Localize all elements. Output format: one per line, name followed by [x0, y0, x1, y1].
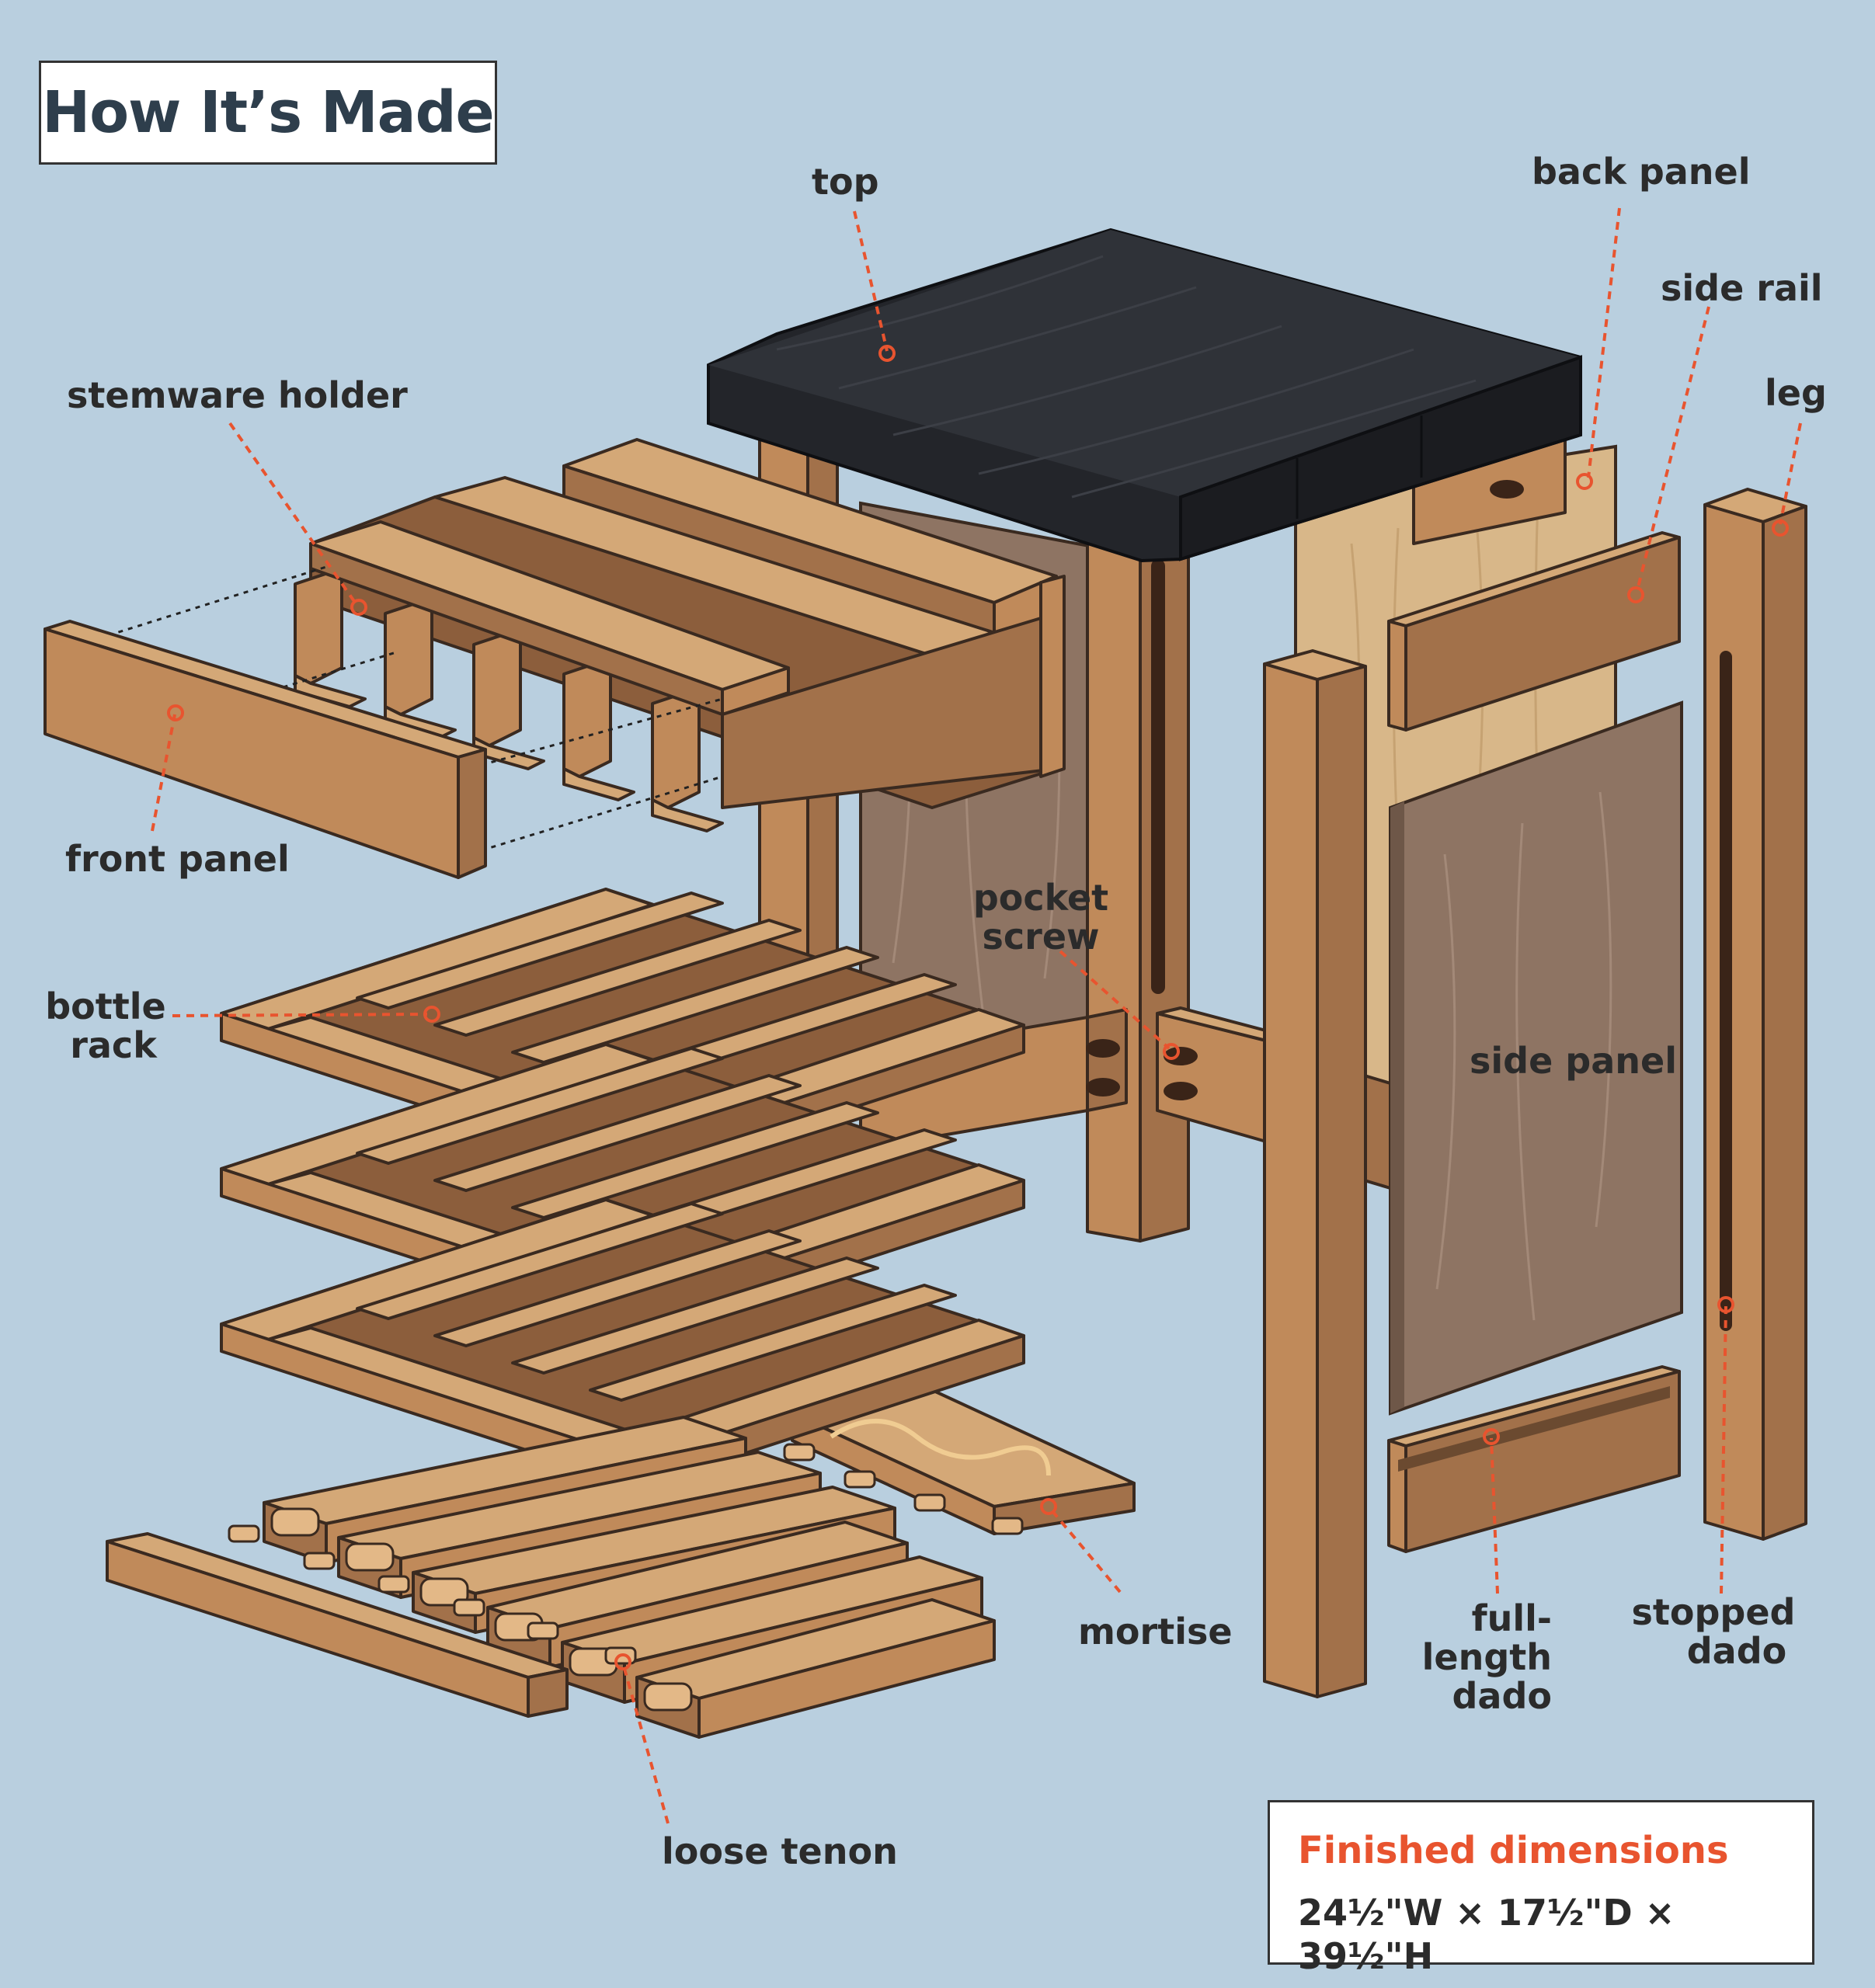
label-bottle-rack-line1: bottle	[45, 985, 166, 1027]
assembly-guides	[108, 565, 723, 852]
label-full-length-dado-line1: full-	[1471, 1597, 1552, 1639]
label-side-panel: side panel	[1470, 1040, 1677, 1082]
label-loose-tenon: loose tenon	[662, 1830, 898, 1872]
label-side-rail: side rail	[1661, 267, 1823, 309]
finished-dimensions-box: Finished dimensions 24½"W × 17½"D × 39½"…	[1268, 1800, 1814, 1977]
bottle-rack-bottom	[220, 1198, 1025, 1489]
label-stopped-dado-line1: stopped	[1631, 1591, 1796, 1633]
page-title: How It’s Made	[42, 79, 494, 146]
bottom-side-rail	[1387, 1365, 1681, 1553]
rack-slats	[106, 1416, 996, 1739]
label-front-panel: front panel	[65, 838, 290, 880]
side-rail-part	[1387, 531, 1681, 732]
label-back-panel: back panel	[1532, 151, 1751, 193]
label-pocket-screw-line2: screw	[982, 916, 1100, 958]
front-right-leg	[1263, 649, 1367, 1698]
label-top: top	[812, 161, 879, 203]
title-box: How It’s Made	[39, 61, 497, 165]
side-panel-part	[1389, 700, 1683, 1416]
label-full-length-dado-line2: length	[1421, 1636, 1552, 1678]
label-stemware-holder: stemware holder	[67, 374, 408, 416]
front-panel	[43, 620, 487, 879]
label-bottle-rack-line2: rack	[70, 1024, 157, 1066]
label-mortise: mortise	[1078, 1611, 1233, 1653]
label-pocket-screw-line1: pocket	[972, 877, 1109, 919]
label-full-length-dado-line3: dado	[1452, 1675, 1553, 1717]
finished-dimensions-value: 24½"W × 17½"D × 39½"H	[1298, 1892, 1675, 1977]
leader-lines	[151, 207, 1802, 1824]
stemware-holder	[294, 438, 1066, 832]
back-right-leg	[1703, 488, 1807, 1541]
label-leg: leg	[1765, 372, 1827, 414]
top-slab	[707, 228, 1582, 563]
label-stopped-dado-line2: dado	[1686, 1630, 1787, 1672]
finished-dimensions-heading: Finished dimensions	[1298, 1829, 1729, 1872]
